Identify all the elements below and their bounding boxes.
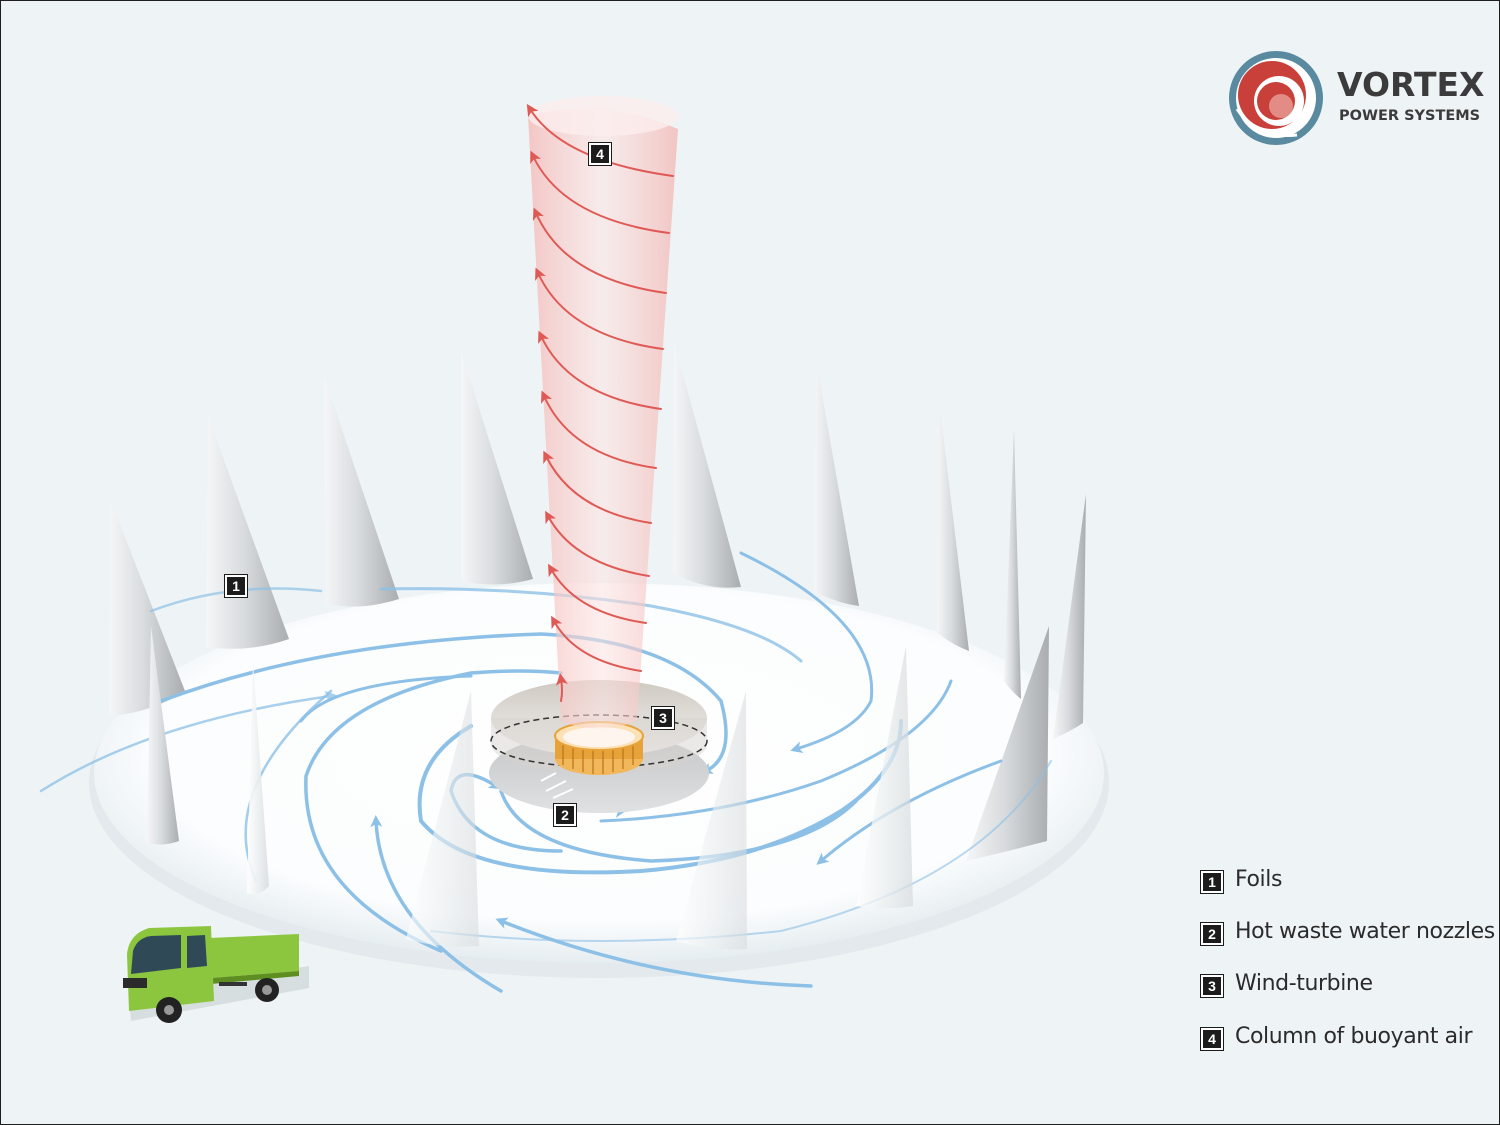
marker-foils: 1 [225,575,247,597]
logo-subtitle: POWER SYSTEMS [1339,107,1480,125]
marker-turbine: 3 [652,707,674,729]
legend-number: 1 [1201,871,1223,893]
vortex-logo-icon [1227,49,1325,147]
legend-label: Wind-turbine [1235,971,1373,996]
legend-item-turbine: 3 Wind-turbine [1199,969,1499,999]
legend-item-column: 4 Column of buoyant air [1199,1022,1499,1052]
legend-number: 2 [1201,923,1223,945]
legend-label: Hot waste water nozzles [1235,919,1495,944]
marker-nozzles: 2 [554,804,576,826]
legend-item-foils: 1 Foils [1199,865,1499,895]
truck [123,926,309,1023]
vortex-logo: VORTEX POWER SYSTEMS [1227,49,1497,149]
legend-number: 4 [1201,1028,1223,1050]
legend-number: 3 [1201,975,1223,997]
legend-label: Column of buoyant air [1235,1024,1472,1049]
legend-item-nozzles: 2 Hot waste water nozzles [1199,917,1499,947]
legend-label: Foils [1235,867,1282,892]
marker-column: 4 [589,143,611,165]
logo-title: VORTEX [1337,67,1484,103]
